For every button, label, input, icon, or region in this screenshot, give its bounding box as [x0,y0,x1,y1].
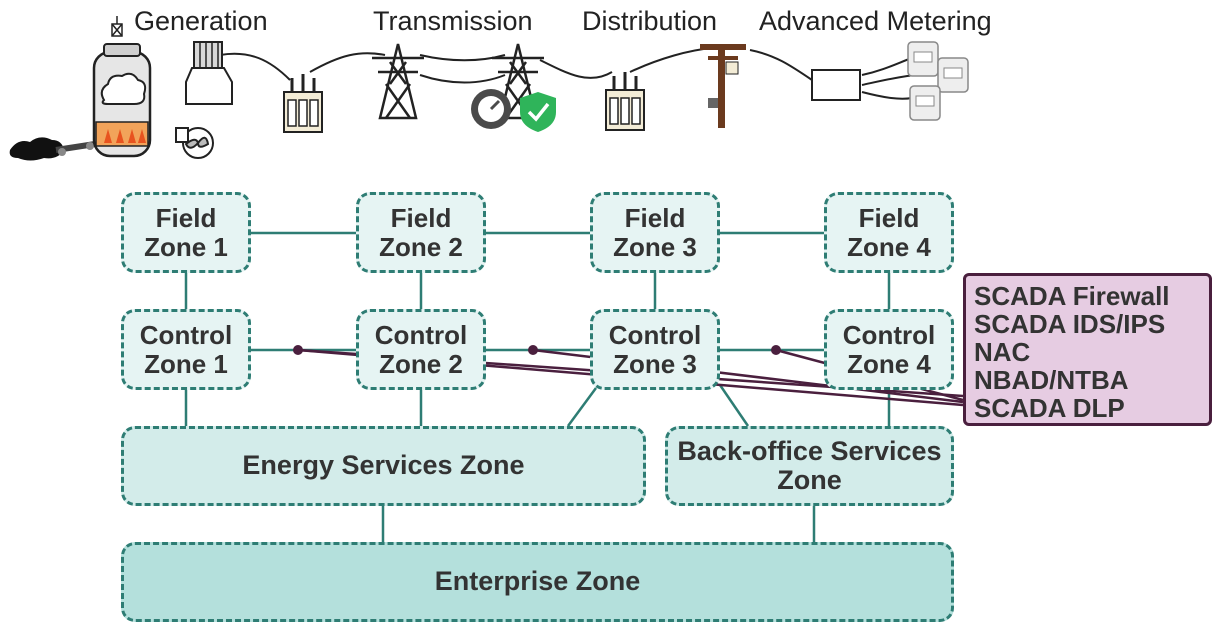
shield-check-icon [520,92,556,132]
transmission-tower-icon [492,43,544,120]
security-control-item: SCADA DLP [974,393,1125,423]
connector-dots [293,345,781,355]
field-zone-4-label: Field Zone 4 [847,203,931,262]
grid-illustration [219,47,941,100]
control-zone-4: Control Zone 4 [824,309,954,390]
field-zone-1-label: Field Zone 1 [144,203,228,262]
smart-meter-icon [907,41,939,77]
distribution-label: Distribution [582,6,718,36]
transformer-icon [605,72,645,131]
control-zone-4-label: Control Zone 4 [842,320,936,379]
back-office-services-zone: Back-office Services Zone [665,426,954,506]
energy-services-zone: Energy Services Zone [121,426,646,506]
smart-meter-icon [909,85,941,121]
turbine-icon [185,41,233,105]
security-control-item: NAC [974,337,1031,367]
security-control-item: SCADA Firewall [974,281,1170,311]
boiler-icon [92,43,152,158]
field-zone-4: Field Zone 4 [824,192,954,273]
field-zone-1: Field Zone 1 [121,192,251,273]
control-zone-1-label: Control Zone 1 [139,320,233,379]
smart-meter-icon [937,57,969,93]
field-zone-2-label: Field Zone 2 [379,203,463,262]
field-zone-3: Field Zone 3 [590,192,720,273]
enterprise-zone-label: Enterprise Zone [434,566,641,597]
control-zone-2-label: Control Zone 2 [374,320,468,379]
energy-services-zone-label: Energy Services Zone [242,450,525,481]
data-collector-icon [811,69,861,101]
transmission-label: Transmission [373,6,533,36]
transformer-icon [283,74,323,133]
generation-label: Generation [134,6,268,36]
back-office-services-zone-label: Back-office Services Zone [677,435,942,495]
advanced-metering-label: Advanced Metering [759,6,992,36]
security-control-item: SCADA IDS/IPS [974,309,1166,339]
security-controls-callout: SCADA Firewall SCADA IDS/IPS NAC NBAD/NT… [963,273,1212,426]
security-control-item: NBAD/NTBA [974,365,1129,395]
transmission-tower-icon [372,43,424,120]
field-zone-3-label: Field Zone 3 [613,203,697,262]
zone-connectors [184,231,891,542]
control-zone-3-label: Control Zone 3 [608,320,702,379]
control-zone-2: Control Zone 2 [356,309,486,390]
enterprise-zone: Enterprise Zone [121,542,954,622]
valve-icon [111,16,123,37]
pump-icon [175,127,214,159]
utility-pole-icon [700,44,746,128]
coal-icon [9,137,96,161]
gauge-icon [471,89,511,129]
field-zone-2: Field Zone 2 [356,192,486,273]
control-zone-1: Control Zone 1 [121,309,251,390]
control-zone-3: Control Zone 3 [590,309,720,390]
